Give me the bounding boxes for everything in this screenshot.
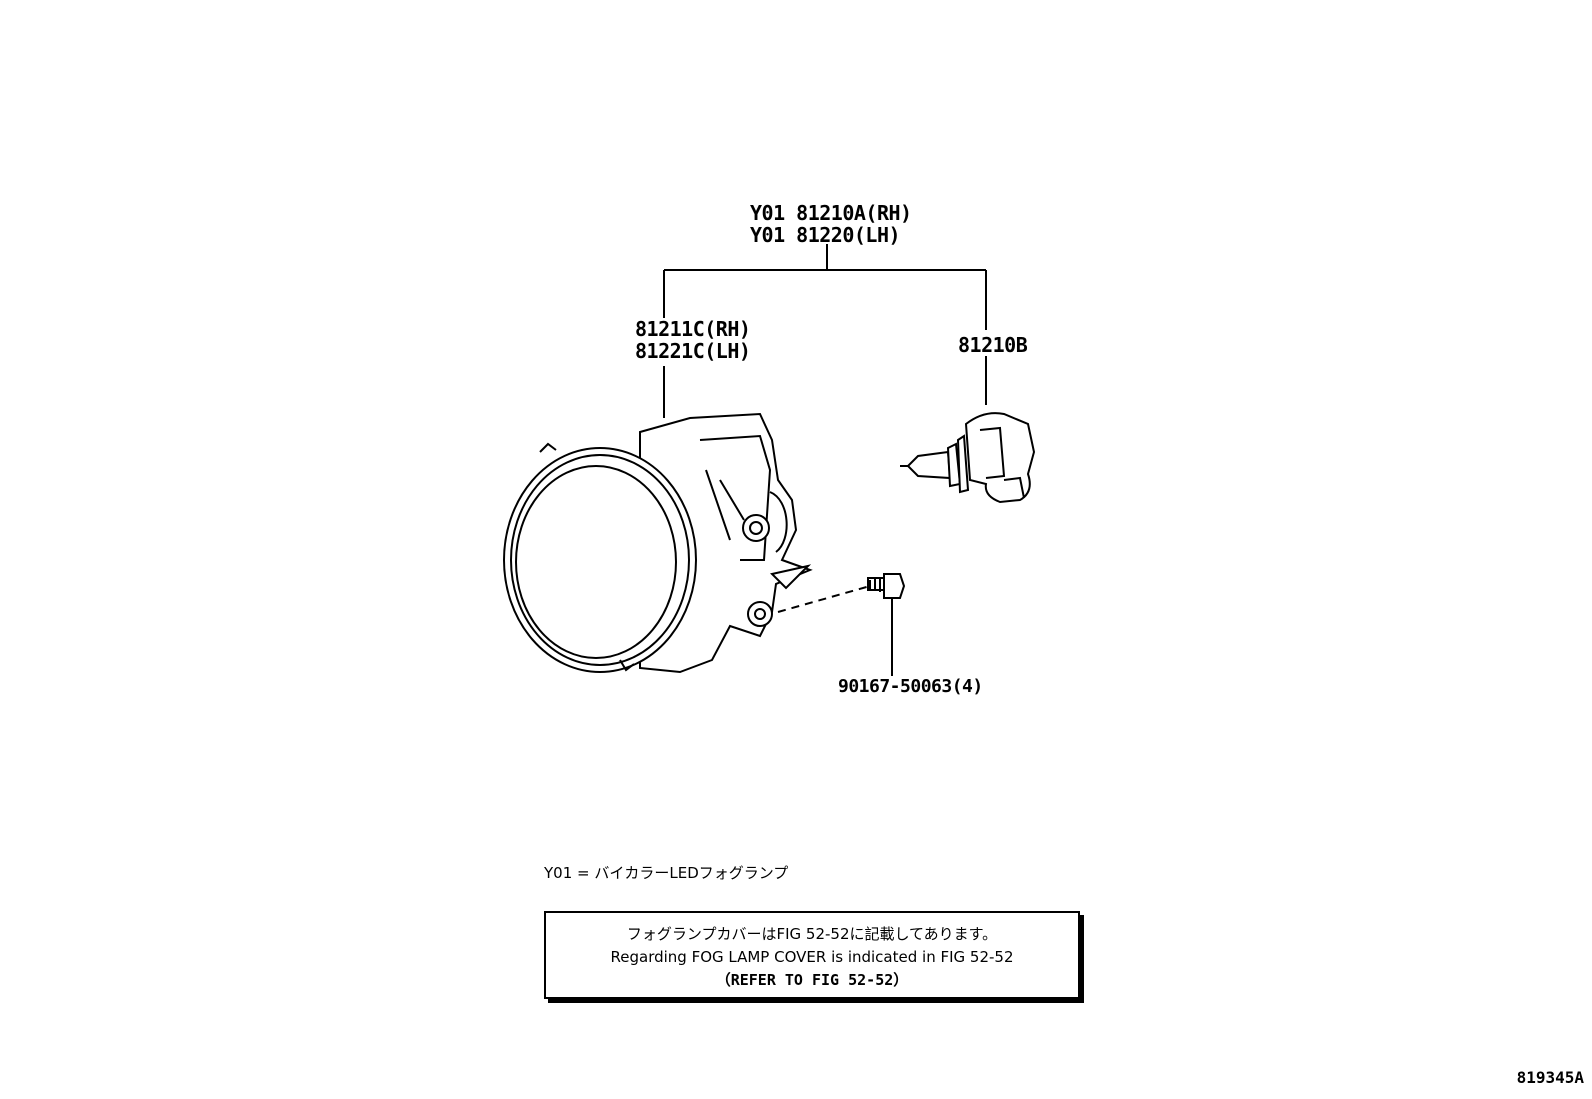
note-japanese: フォグランプカバーはFIG 52-52に記載してあります。 xyxy=(626,925,998,943)
callout-assembly-lh: Y01 81220(LH) xyxy=(750,223,901,247)
note-reference: （REFER TO FIG 52-52） xyxy=(715,971,909,989)
callout-housing-rh: 81211C(RH) xyxy=(635,317,751,341)
screw xyxy=(867,573,906,599)
fog-lamp-housing xyxy=(503,412,813,674)
variant-legend: Y01 = バイカラーLEDフォグランプ xyxy=(544,864,789,882)
diagram-code: 819345A xyxy=(1516,1068,1584,1087)
leader-lines xyxy=(663,244,987,676)
reference-note-box: フォグランプカバーはFIG 52-52に記載してあります。 Regarding … xyxy=(544,911,1080,999)
callout-bulb: 81210B xyxy=(958,333,1028,357)
callout-housing-lh: 81221C(LH) xyxy=(635,339,751,363)
fog-lamp-bulb xyxy=(900,412,1036,504)
callout-assembly-rh: Y01 81210A(RH) xyxy=(750,201,912,225)
callout-screw: 90167-50063(4) xyxy=(838,676,983,697)
note-english: Regarding FOG LAMP COVER is indicated in… xyxy=(610,948,1014,966)
